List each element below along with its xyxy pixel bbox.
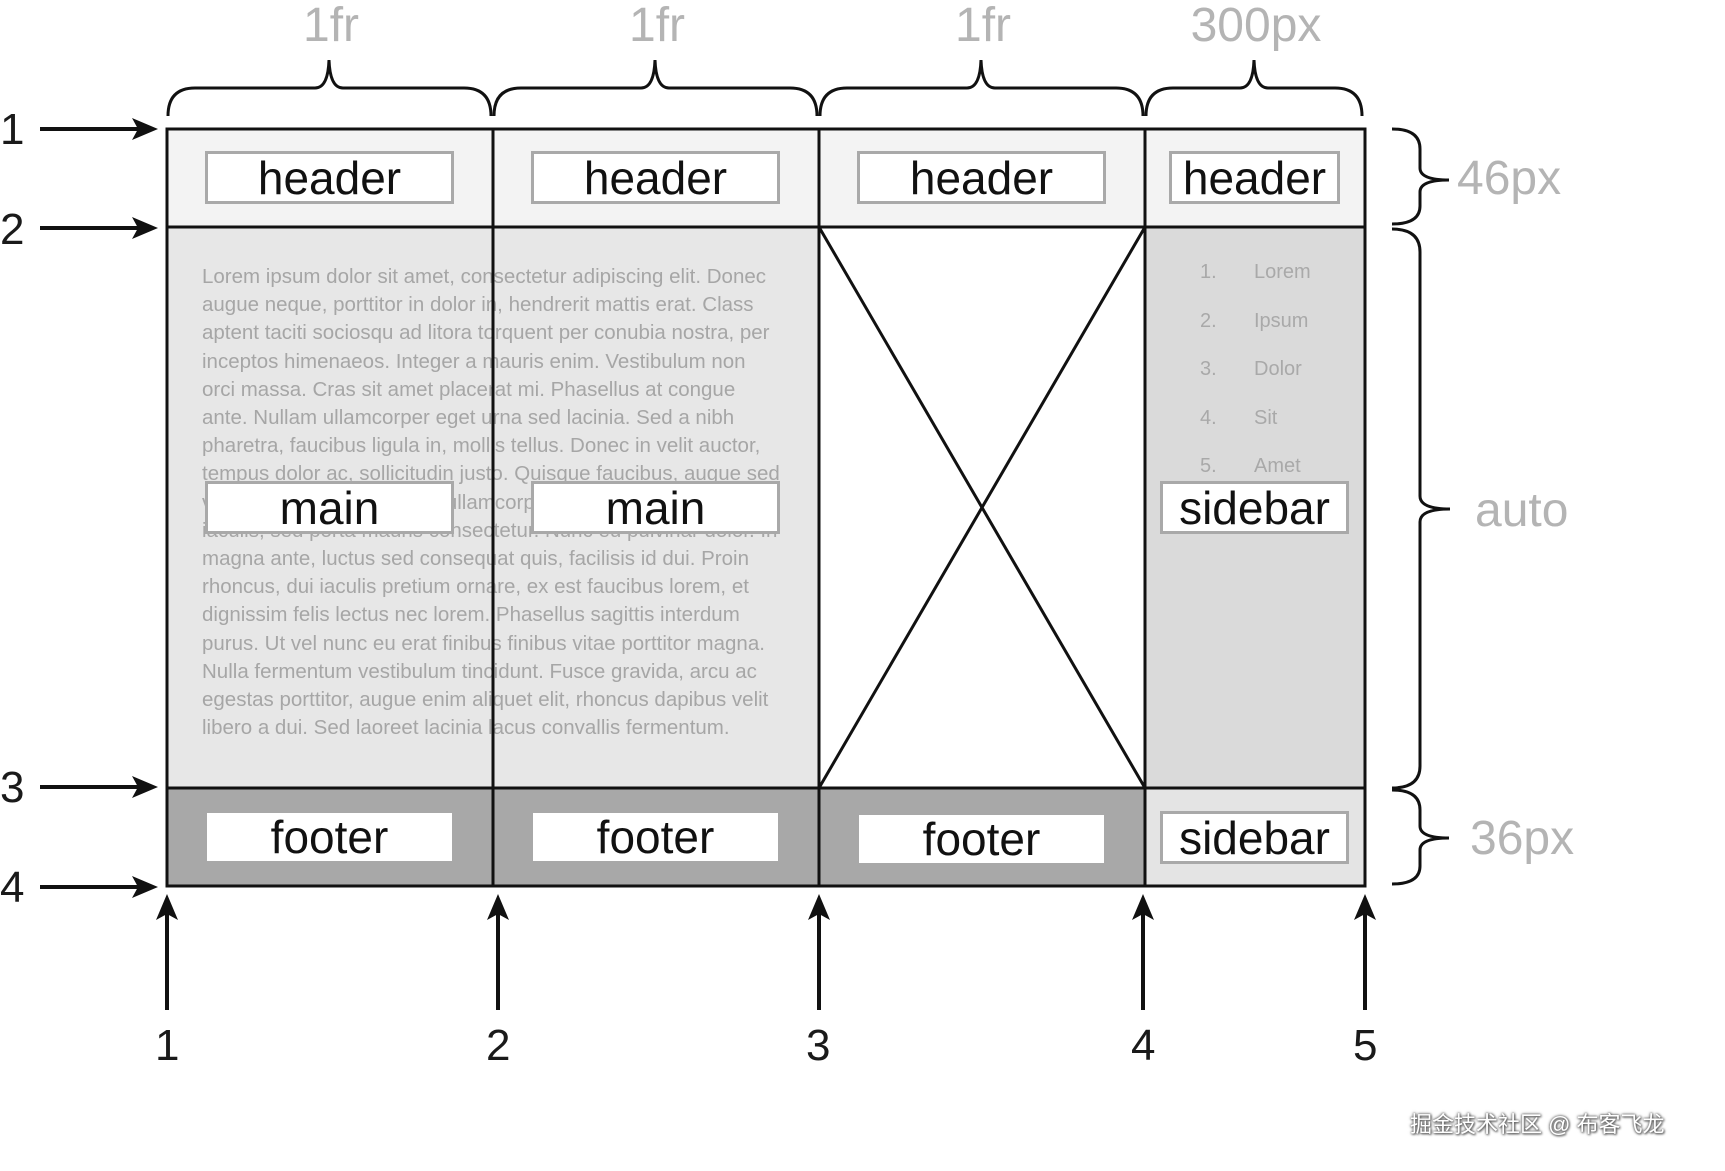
column-brace <box>818 59 1145 117</box>
column-brace <box>166 59 493 117</box>
column-track-label: 1fr <box>302 0 360 52</box>
column-line-number: 3 <box>806 1021 831 1070</box>
empty-cell-cross <box>817 226 1147 789</box>
footer-area-label: footer <box>859 815 1104 863</box>
row-track-label: 36px <box>1470 812 1575 865</box>
row-line-number: 1 <box>0 105 25 154</box>
column-brace <box>1144 59 1364 117</box>
header-area-label: header <box>857 151 1106 204</box>
footer-area-label: footer <box>533 813 778 861</box>
main-content-text: Lorem ipsum dolor sit amet, consectetur … <box>202 265 780 740</box>
column-track-label: 1fr <box>954 0 1012 52</box>
row-track-label: 46px <box>1457 152 1562 205</box>
list-item: 2.Ipsum <box>1200 309 1309 332</box>
column-line-number: 1 <box>155 1021 180 1070</box>
list-item: 4.Sit <box>1200 406 1278 429</box>
list-item: 5.Amet <box>1200 455 1301 477</box>
column-track-label: 1fr <box>628 0 686 52</box>
column-line-number: 2 <box>486 1021 511 1070</box>
column-line-number: 5 <box>1353 1021 1378 1070</box>
main-area-label: main <box>531 481 780 534</box>
list-item: 3.Dolor <box>1200 358 1302 380</box>
column-brace <box>492 59 819 117</box>
row-line-number: 2 <box>0 205 25 254</box>
column-arrow <box>808 894 830 1010</box>
watermark: 掘金技术社区 @ 布客飞龙 <box>1410 1112 1665 1137</box>
header-area-label: header <box>205 151 454 204</box>
sidebar-area-label: sidebar <box>1160 481 1349 534</box>
column-arrow <box>1132 894 1154 1010</box>
column-line-number: 4 <box>1131 1021 1156 1070</box>
header-area-label: header <box>1169 151 1340 204</box>
footer-area-label: footer <box>207 813 452 861</box>
sidebar-area-label: sidebar <box>1160 811 1349 864</box>
row-arrow <box>40 876 158 898</box>
row-line-number: 4 <box>0 863 25 912</box>
row-brace <box>1391 227 1451 790</box>
column-arrow <box>156 894 178 1010</box>
column-arrow <box>1354 894 1376 1010</box>
main-area-label: main <box>205 481 454 534</box>
row-arrow <box>40 217 158 239</box>
sidebar-list: 1.Lorem 2.Ipsum 3.Dolor 4.Sit 5.Amet <box>1200 262 1350 505</box>
column-track-label: 300px <box>1190 0 1322 52</box>
row-track-label: auto <box>1475 484 1569 537</box>
row-brace <box>1391 127 1450 226</box>
row-arrow <box>40 118 158 140</box>
row-brace <box>1391 788 1450 886</box>
column-arrow <box>487 894 509 1010</box>
list-item: 1.Lorem <box>1200 261 1311 283</box>
row-line-number: 3 <box>0 763 25 812</box>
grid-border <box>165 127 1367 888</box>
header-area-label: header <box>531 151 780 204</box>
row-arrow <box>40 776 158 798</box>
